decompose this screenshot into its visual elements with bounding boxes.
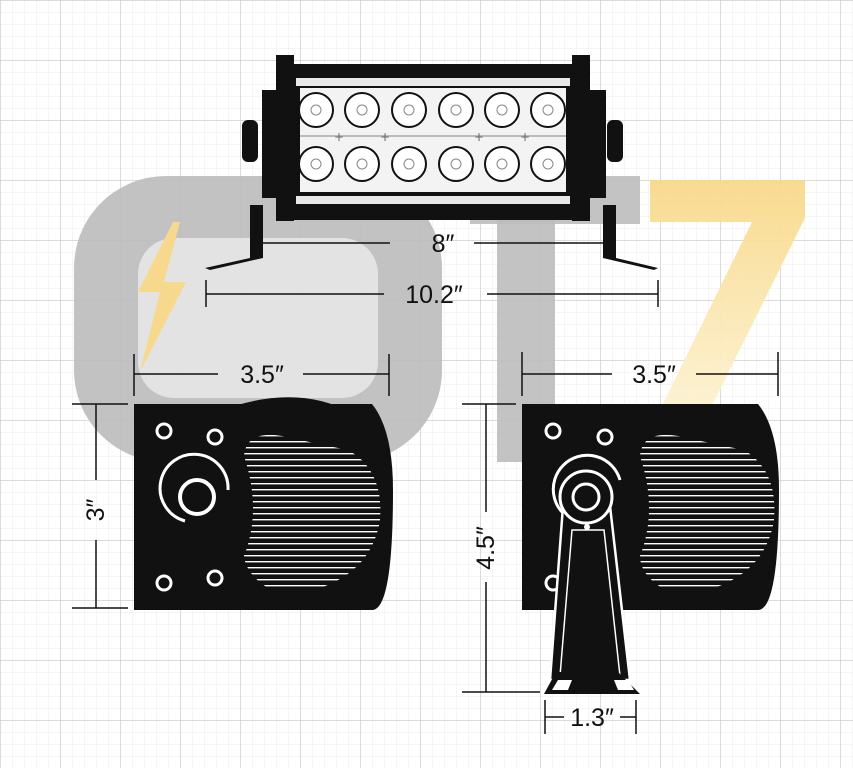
led-lens [298,146,334,182]
led-lens [438,92,474,128]
led-array: + + + + [298,92,566,182]
dimension-bracket-width: 1.3″ [544,700,637,734]
led-lens [298,92,334,128]
overall-width-label: 10.2″ [405,281,463,309]
housing-height-label: 3″ [82,498,110,521]
led-chip [496,158,508,170]
lightning-bolt-icon [138,222,186,372]
led-chip [542,158,554,170]
bolt-hole [596,428,614,446]
led-chip [403,104,415,116]
screw-mark-icon: + [520,130,530,144]
led-lens [344,146,380,182]
bolt-hole [155,574,173,592]
led-chip [450,158,462,170]
screw-mark-icon: + [474,130,484,144]
led-chip [496,104,508,116]
led-chip [356,158,368,170]
left-depth-label: 3.5″ [240,361,284,389]
light-bar-front-view: + + + + [205,55,658,270]
led-lens [484,146,520,182]
bracket-width-label: 1.3″ [570,704,614,732]
dimension-left-depth: 3.5″ [133,354,390,396]
led-lens [391,92,427,128]
inner-width-label: 8″ [432,230,455,258]
right-depth-label: 3.5″ [632,361,676,389]
led-lens [391,146,427,182]
bolt-hole [206,428,224,446]
mounting-bracket [544,469,640,694]
mount-foot-right [603,205,658,270]
led-chip [403,158,415,170]
screw-mark-icon: + [380,130,390,144]
dimension-right-depth: 3.5″ [521,352,779,396]
led-chip [450,104,462,116]
side-view-left [134,397,393,610]
screw-mark-icon: + [334,130,344,144]
dimension-total-height: 4.5″ [462,403,540,693]
side-view-right [522,404,779,694]
mount-foot-left [205,205,263,270]
led-chip [542,104,554,116]
led-lens [438,146,474,182]
dimension-housing-height: 3″ [72,403,128,609]
dimension-overall-width: 10.2″ [205,280,659,309]
led-lens [530,146,566,182]
led-chip [310,104,322,116]
total-height-label: 4.5″ [472,526,500,570]
led-chip [356,104,368,116]
led-lens [484,92,520,128]
bolt-hole [155,422,173,440]
dimension-inner-width: 8″ [263,230,603,258]
bolt-hole [544,422,562,440]
led-lens [344,92,380,128]
bolt-hole [206,569,224,587]
led-chip [310,158,322,170]
led-lens [530,92,566,128]
